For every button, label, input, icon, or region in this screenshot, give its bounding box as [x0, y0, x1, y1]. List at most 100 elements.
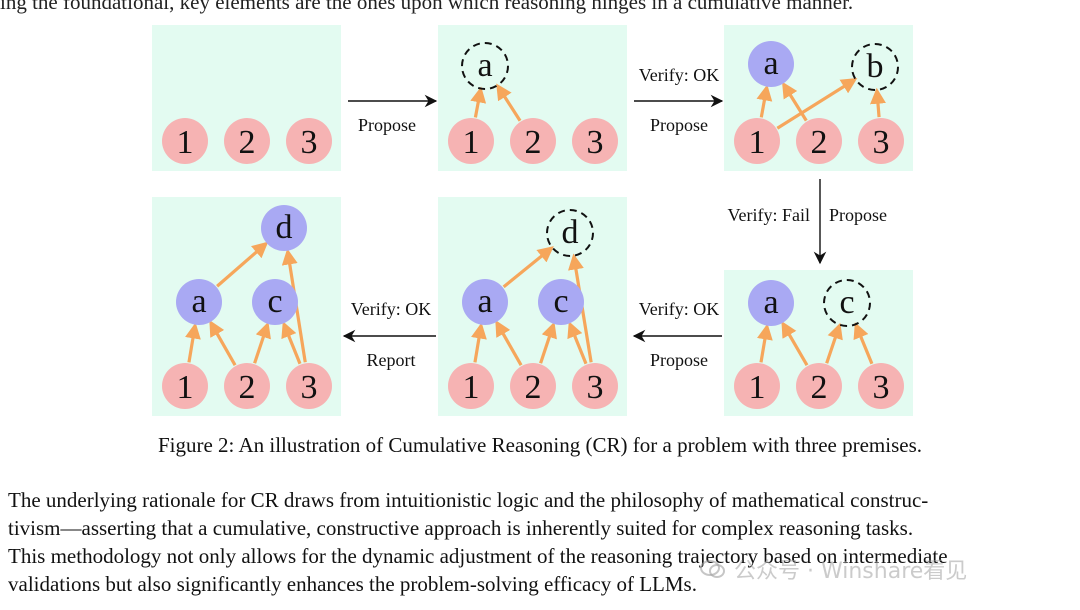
edge-2-to-a [496, 83, 522, 122]
edge-3-to-c [853, 322, 874, 365]
proposition-label-c: c [839, 284, 854, 321]
premise-node-2 [510, 363, 556, 409]
candidate-node-a [461, 42, 509, 90]
edge-2-to-c [825, 322, 843, 364]
proposition-node-a [748, 280, 794, 326]
edge-2-to-c [253, 321, 271, 364]
premise-label-3: 3 [873, 369, 890, 406]
watermark: 公众号 · Winshare看见 [700, 553, 967, 585]
proposition-node-c [538, 279, 584, 325]
premise-label-3: 3 [587, 369, 604, 406]
transition-label-above: Verify: OK [351, 299, 431, 319]
premise-label-3: 3 [873, 124, 890, 161]
candidate-node-d [546, 209, 594, 257]
premise-label-2: 2 [525, 124, 542, 161]
panel-p1: 1 2 3 [152, 25, 341, 171]
proposition-label-a: a [763, 45, 778, 82]
premise-node-3 [858, 118, 904, 164]
premise-label-2: 2 [239, 124, 256, 161]
edge-2-to-a [209, 320, 237, 366]
premise-label-3: 3 [301, 369, 318, 406]
premise-label-1: 1 [177, 124, 194, 161]
premise-label-3: 3 [301, 124, 318, 161]
edge-a-to-d [216, 241, 269, 288]
premise-label-2: 2 [811, 369, 828, 406]
edge-1-to-a [756, 323, 773, 363]
premise-node-3 [286, 363, 332, 409]
watermark-text: 公众号 · Winshare看见 [734, 559, 968, 584]
proposition-label-b: b [867, 48, 884, 85]
premise-label-1: 1 [463, 369, 480, 406]
figure-caption: Figure 2: An illustration of Cumulative … [157, 433, 923, 457]
edge-3-to-c [281, 321, 302, 365]
transition-label-right: Propose [829, 205, 887, 225]
body-paragraph: The underlying rationale for CR draws fr… [8, 486, 1068, 598]
premise-node-3 [858, 363, 904, 409]
panel-p6: 1 2 3 a cd [152, 197, 341, 416]
paragraph-line: validations but also significantly enhan… [8, 572, 697, 596]
premise-node-2 [224, 363, 270, 409]
proposition-label-a: a [191, 283, 206, 320]
premise-node-1 [448, 118, 494, 164]
transition-label-below: Propose [650, 350, 708, 370]
proposition-label-c: c [267, 283, 282, 320]
top-text-fragment: ing the foundational, key elements are t… [0, 0, 854, 14]
panel-p5: 1 2 3 a cd [438, 197, 627, 416]
premise-label-3: 3 [587, 124, 604, 161]
proposition-label-a: a [477, 47, 492, 84]
premise-node-1 [162, 118, 208, 164]
edge-3-to-b [870, 87, 886, 118]
premise-node-2 [224, 118, 270, 164]
paragraph-line: This methodology not only allows for the… [8, 544, 948, 568]
wechat-icon [700, 560, 725, 578]
candidate-node-c [823, 279, 871, 327]
premise-node-3 [572, 363, 618, 409]
premise-label-1: 1 [177, 369, 194, 406]
premise-label-1: 1 [749, 369, 766, 406]
premise-label-2: 2 [239, 369, 256, 406]
premise-label-2: 2 [811, 124, 828, 161]
proposition-node-a [176, 279, 222, 325]
premise-node-1 [734, 363, 780, 409]
proposition-node-a [462, 279, 508, 325]
premise-node-2 [796, 363, 842, 409]
proposition-label-a: a [763, 284, 778, 321]
proposition-node-d [261, 205, 307, 251]
panel-p3: 1 2 3 a b [724, 25, 913, 171]
candidate-node-b [851, 43, 899, 91]
proposition-label-d: d [276, 209, 293, 246]
transition-label-above: Verify: OK [639, 299, 719, 319]
edge-2-to-a [782, 81, 808, 122]
transition-label-left: Verify: Fail [728, 205, 811, 225]
proposition-label-c: c [553, 283, 568, 320]
panel-p4: 1 2 3 a c [724, 270, 913, 416]
transition-label-below: Propose [650, 115, 708, 135]
transition-label-below: Propose [358, 115, 416, 135]
premise-node-1 [162, 363, 208, 409]
edge-2-to-a [495, 320, 523, 366]
premise-node-2 [796, 118, 842, 164]
edge-2-to-a [781, 321, 809, 367]
premise-label-1: 1 [463, 124, 480, 161]
proposition-node-c [252, 279, 298, 325]
edge-1-to-a [471, 322, 487, 363]
proposition-label-d: d [562, 214, 579, 251]
proposition-node-a [748, 41, 794, 87]
premise-node-1 [734, 118, 780, 164]
paragraph-line: tivism—asserting that a cumulative, cons… [8, 516, 914, 540]
premise-label-1: 1 [749, 124, 766, 161]
edge-1-to-a [756, 84, 773, 118]
edge-1-to-a [185, 322, 201, 363]
premise-node-3 [572, 118, 618, 164]
premise-node-3 [286, 118, 332, 164]
edge-3-to-c [567, 321, 588, 365]
premise-label-2: 2 [525, 369, 542, 406]
edge-a-to-d [502, 246, 554, 289]
transition-label-above: Verify: OK [639, 65, 719, 85]
transition-label-below: Report [367, 350, 416, 370]
panel-p2: 1 2 3 a [438, 25, 627, 171]
proposition-label-a: a [477, 283, 492, 320]
edge-1-to-b [776, 78, 858, 130]
paragraph-line: The underlying rationale for CR draws fr… [8, 488, 929, 512]
